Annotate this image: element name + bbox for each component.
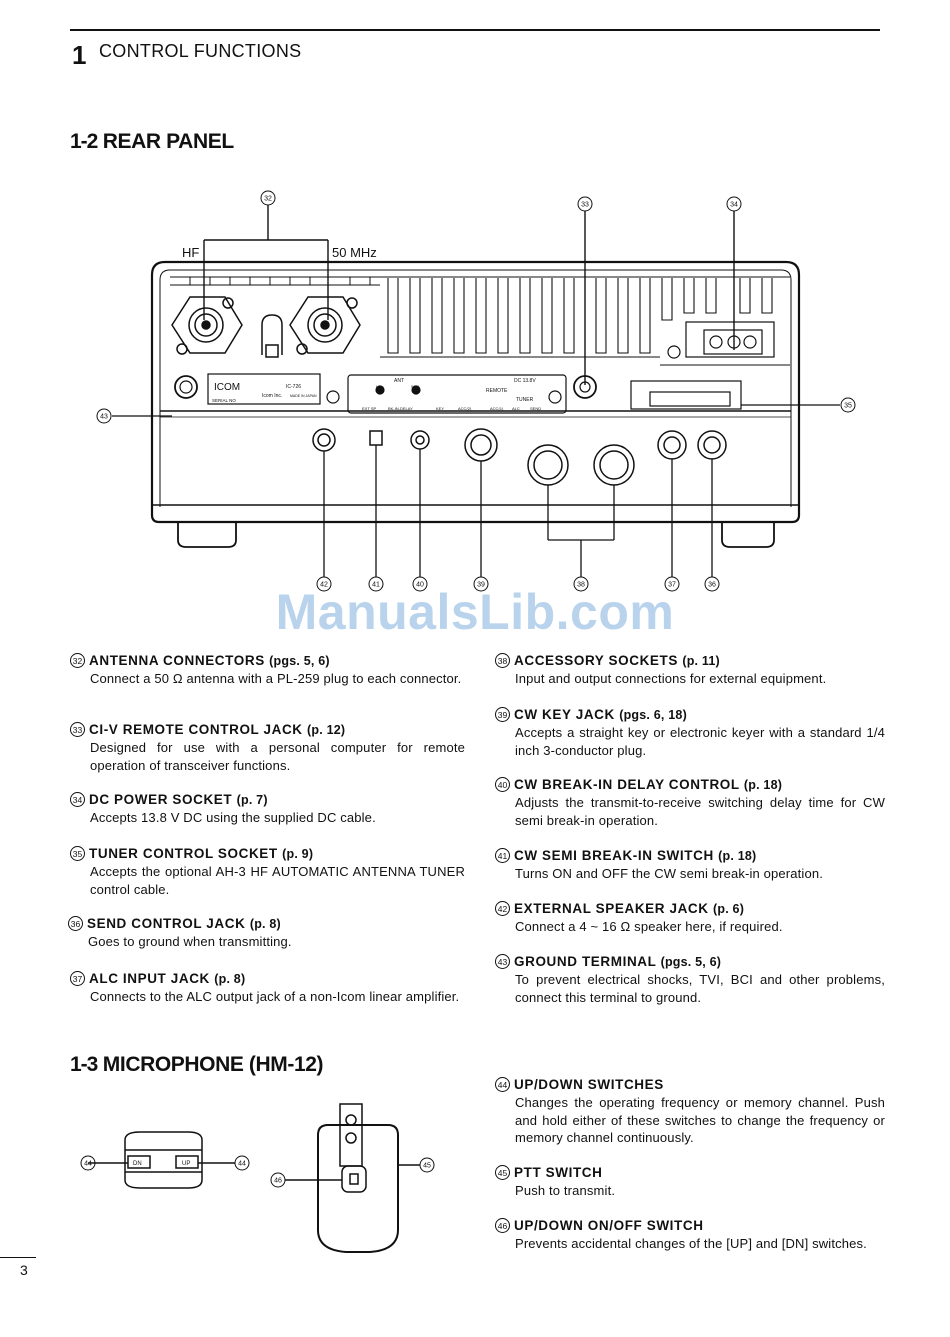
callout-34: 34 — [730, 202, 738, 209]
label-50mhz: 50 MHz — [332, 245, 377, 260]
label-ant: ANT — [394, 378, 404, 384]
label-hf: HF — [182, 245, 199, 260]
watermark: ManualsLib.com — [275, 584, 675, 640]
label-50m: 50M — [411, 384, 419, 389]
label-maker: Icom Inc. — [262, 393, 282, 399]
header-rule — [70, 29, 880, 31]
callout-37: 37 — [668, 582, 676, 589]
callout-38: 38 — [577, 582, 585, 589]
label-alc: ALC — [512, 406, 520, 411]
callout-45: 45 — [423, 1163, 431, 1170]
callout-43: 43 — [100, 414, 108, 421]
callout-44-right: 44 — [238, 1161, 246, 1168]
callout-39: 39 — [477, 582, 485, 589]
label-acc2: ACC(2) — [458, 406, 472, 411]
section-number: 1-2 — [70, 130, 98, 153]
callout-32: 32 — [264, 196, 272, 203]
mic-label-dn: DN — [133, 1161, 142, 1167]
label-serial: SERIAL NO — [212, 398, 236, 403]
label-tuner: TUNER — [516, 397, 534, 403]
section-text: MICROPHONE (HM-12) — [102, 1053, 324, 1076]
microphone-diagram: DN UP 44 44 45 46 — [80, 1103, 435, 1253]
label-dc: DC 13.8V — [514, 378, 536, 384]
label-ext-sp: EXT SP — [362, 406, 376, 411]
label-hf-small: HF — [376, 384, 382, 389]
chapter-number: 1 — [72, 40, 87, 70]
section-text: REAR PANEL — [102, 130, 234, 153]
section-title-microphone: 1-3 MICROPHONE (HM-12) — [70, 1053, 324, 1077]
label-bk-in-delay: BK-IN-DELAY — [388, 406, 413, 411]
chapter-title: CONTROL FUNCTIONS — [99, 41, 302, 61]
rear-panel-diagram: HF 50 MHz ICOM IC-726 Icom Inc. MADE IN … — [96, 190, 856, 592]
callout-36: 36 — [708, 582, 716, 589]
callout-42: 42 — [320, 582, 328, 589]
mic-label-up: UP — [182, 1161, 190, 1167]
callout-46: 46 — [274, 1178, 282, 1185]
label-send: SEND — [530, 406, 541, 411]
page-number-rule — [0, 1257, 36, 1258]
label-model: IC-726 — [286, 384, 301, 390]
label-remote: REMOTE — [486, 388, 508, 394]
section-title-rear-panel: 1-2 REAR PANEL — [70, 130, 234, 154]
label-key: KEY — [436, 406, 444, 411]
callout-40: 40 — [416, 582, 424, 589]
page-number: 3 — [20, 1262, 28, 1278]
callout-33: 33 — [581, 202, 589, 209]
callout-41: 41 — [372, 582, 380, 589]
label-made-in: MADE IN JAPAN — [290, 394, 317, 398]
label-brand: ICOM — [214, 382, 240, 393]
callout-44-left: 44 — [84, 1161, 92, 1168]
callout-35: 35 — [844, 403, 852, 410]
section-number: 1-3 — [70, 1053, 98, 1076]
label-acc1: ACC(1) — [490, 406, 504, 411]
